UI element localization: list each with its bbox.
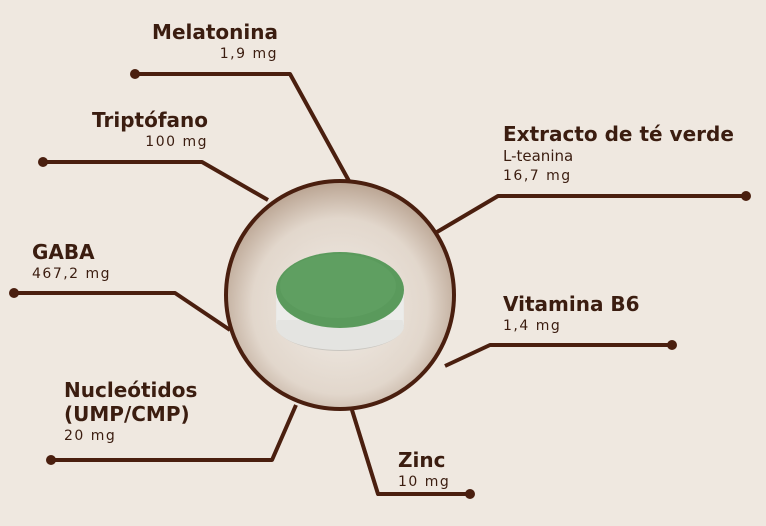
dot-triptofano <box>38 157 48 167</box>
connector-nucleotidos <box>51 404 298 462</box>
dot-extracto <box>741 191 751 201</box>
ingredient-dose: 1,9 mg <box>219 46 278 62</box>
ingredient-dose: 20 mg <box>64 428 117 444</box>
ingredient-dose: 467,2 mg <box>32 266 112 282</box>
ingredient-name: Zinc <box>398 448 446 472</box>
ingredient-dose: 10 mg <box>398 474 451 490</box>
ingredient-dose: 1,4 mg <box>503 318 562 334</box>
connector-zinc <box>350 409 470 496</box>
label-zinc: Zinc 10 mg <box>398 448 450 492</box>
label-gaba: GABA 467,2 mg <box>32 240 111 284</box>
connector-gaba <box>14 291 232 332</box>
ingredient-name: Nucleótidos <box>64 378 198 402</box>
label-extracto: Extracto de té verde L-teanina 16,7 mg <box>503 122 734 186</box>
connector-vitamina-b6 <box>444 343 672 368</box>
label-triptofano: Triptófano 100 mg <box>92 108 208 152</box>
dot-nucleotidos <box>46 455 56 465</box>
ingredient-name: Melatonina <box>152 20 278 44</box>
connector-extracto <box>435 194 746 234</box>
dot-melatonina <box>130 69 140 79</box>
tablet-icon <box>276 252 404 351</box>
connector-melatonina <box>135 72 351 182</box>
ingredient-name: GABA <box>32 240 95 264</box>
dot-vitamina-b6 <box>667 340 677 350</box>
ingredient-name-line2: (UMP/CMP) <box>64 402 190 426</box>
dot-zinc <box>465 489 475 499</box>
dot-gaba <box>9 288 19 298</box>
ingredient-name: Extracto de té verde <box>503 122 734 146</box>
ingredient-subname: L-teanina <box>503 147 574 165</box>
ingredient-dose: 100 mg <box>145 134 208 150</box>
label-nucleotidos: Nucleótidos (UMP/CMP) 20 mg <box>64 378 197 446</box>
ingredient-name: Vitamina B6 <box>503 292 640 316</box>
label-vitamina-b6: Vitamina B6 1,4 mg <box>503 292 640 336</box>
ingredient-dose: 16,7 mg <box>503 168 572 184</box>
connector-triptofano <box>43 160 269 202</box>
ingredient-name: Triptófano <box>92 108 208 132</box>
label-melatonina: Melatonina 1,9 mg <box>152 20 278 64</box>
